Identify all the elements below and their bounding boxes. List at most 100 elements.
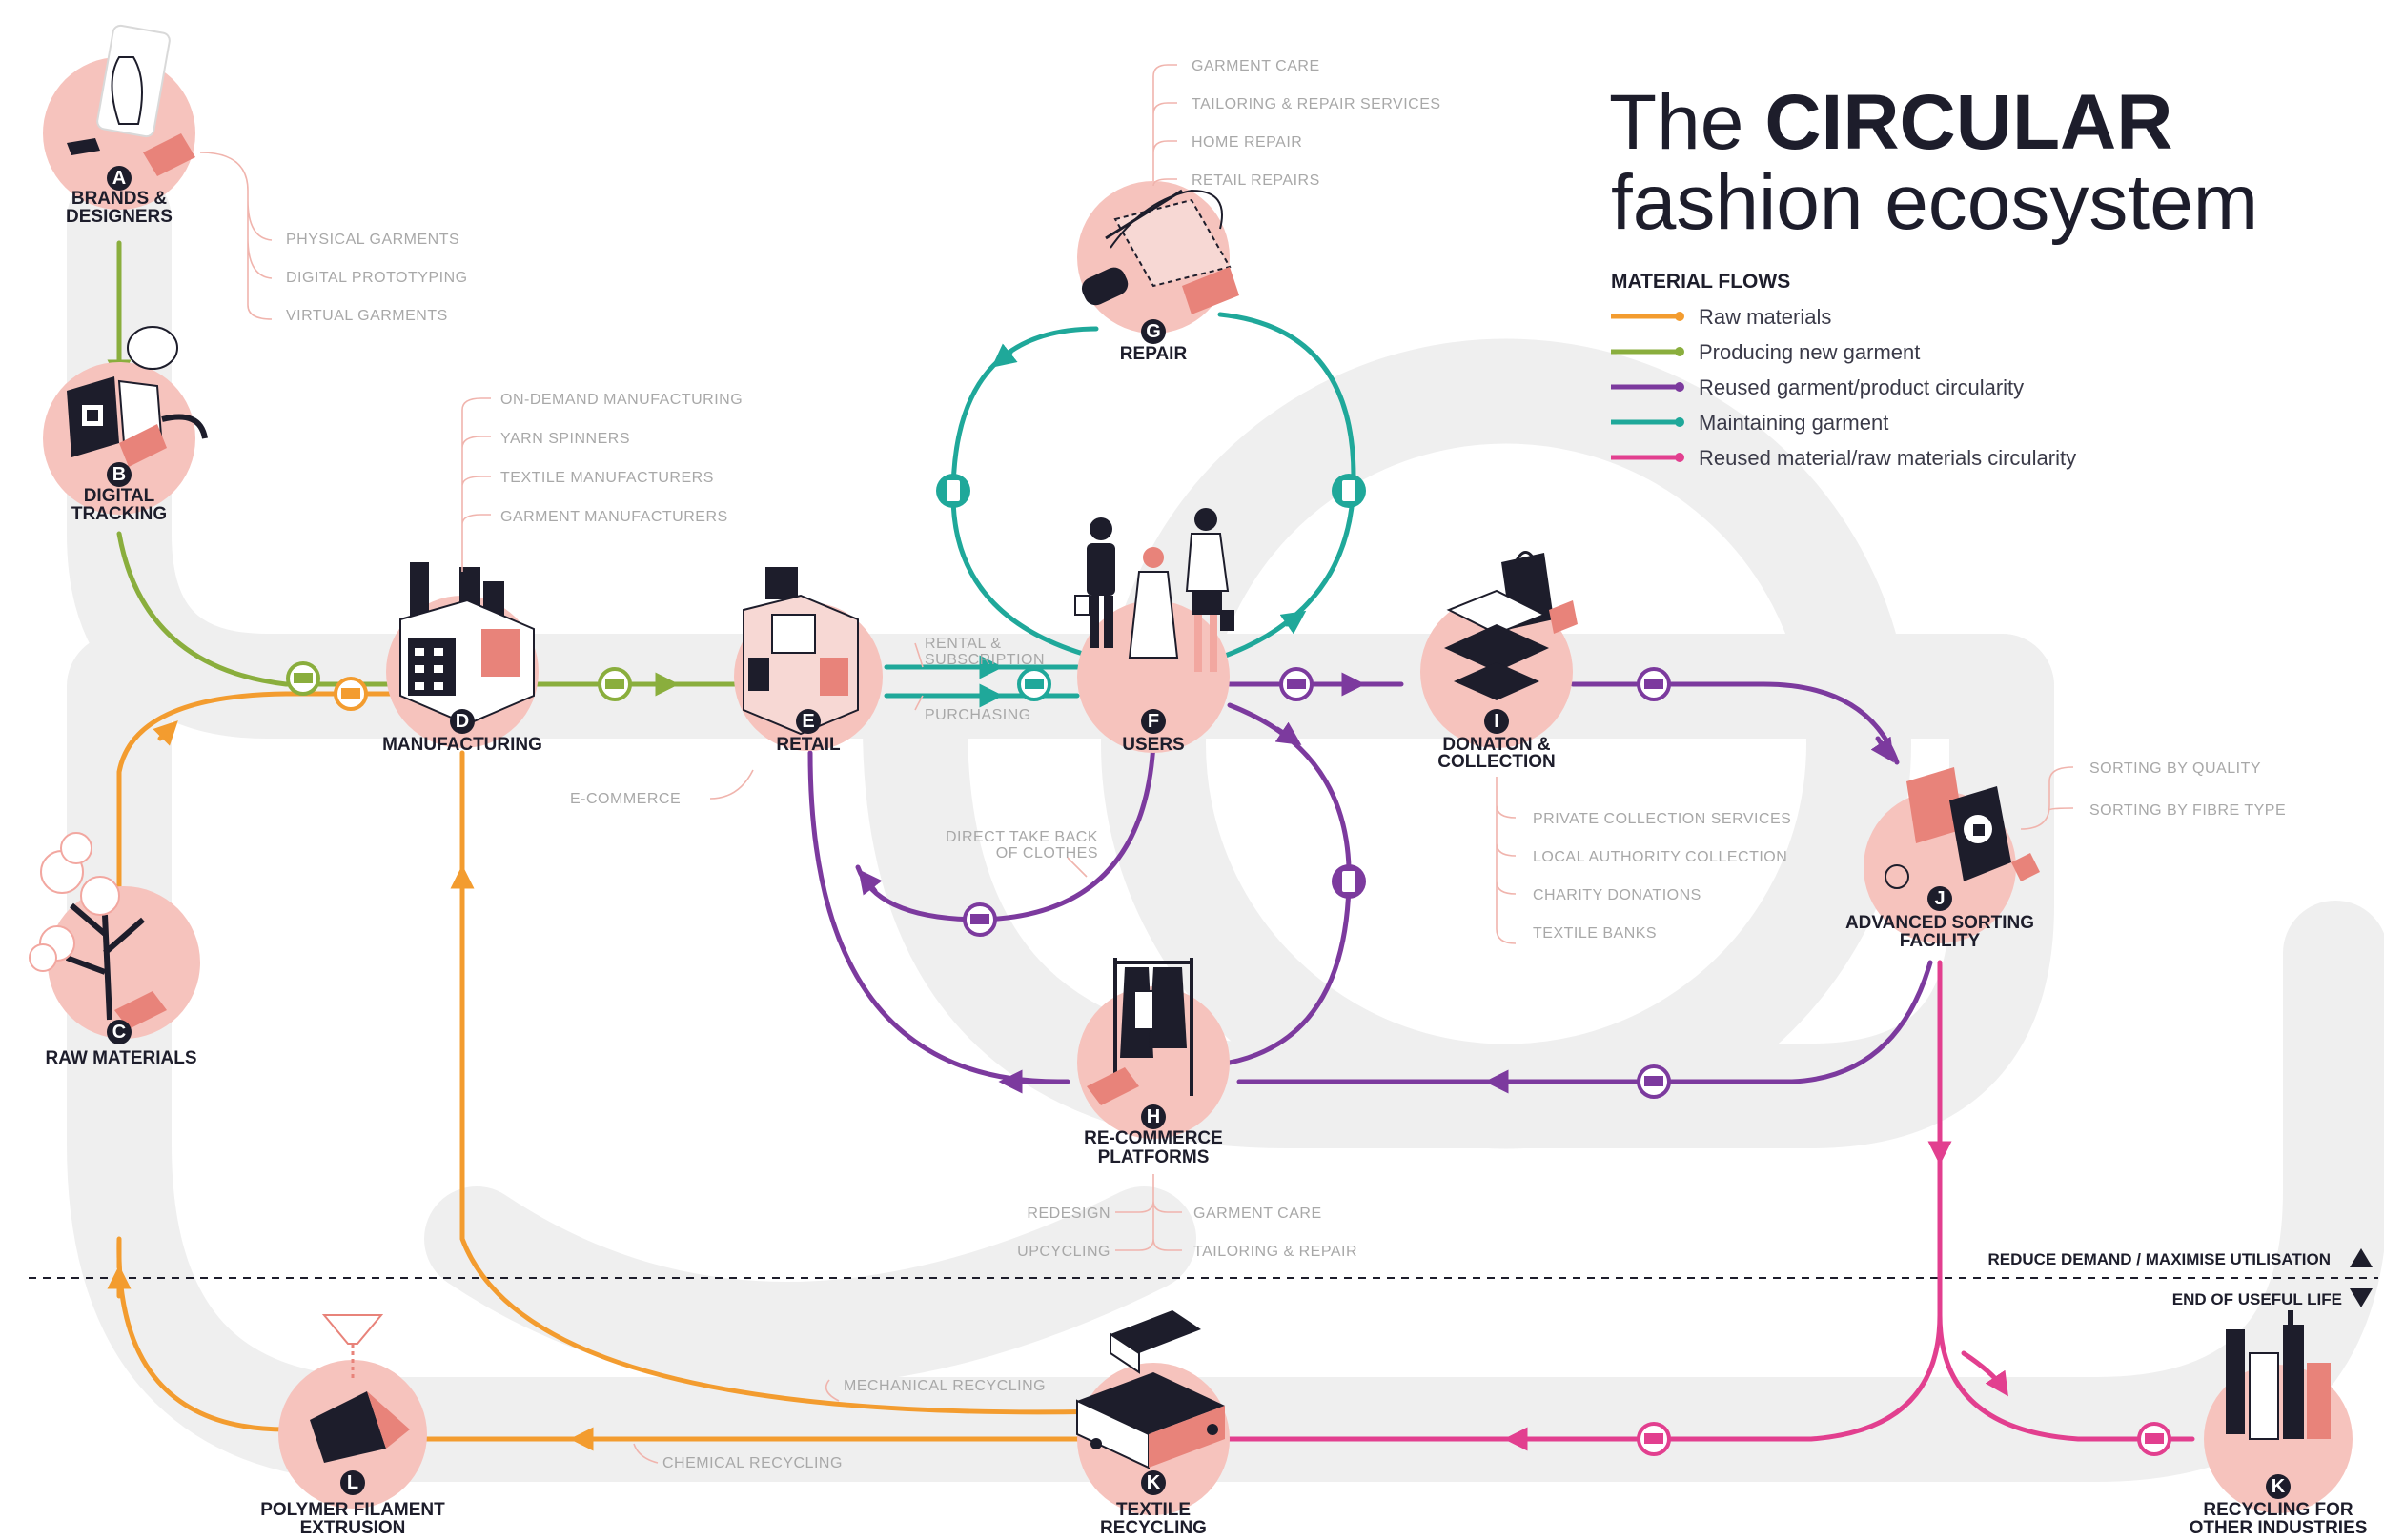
truck-icon (2137, 1422, 2171, 1456)
boundary-lower-label: END OF USEFUL LIFE (2172, 1290, 2342, 1308)
sublabel-text: ON-DEMAND MANUFACTURING (500, 392, 743, 408)
phone-icon (1332, 474, 1366, 508)
legend-label: Reused garment/product circularity (1699, 375, 2024, 399)
sublabel-text: CHARITY DONATIONS (1533, 887, 1701, 903)
node-label: DIGITAL (84, 486, 155, 506)
node-label: MANUFACTURING (382, 735, 542, 755)
reused-material-flows (1227, 960, 2195, 1451)
truck-icon (598, 667, 632, 701)
truck-icon (1279, 667, 1314, 701)
node-label: OTHER INDUSTRIES (2190, 1518, 2368, 1538)
node-users[interactable]: F USERS (1074, 508, 1234, 755)
node-letter: H (1147, 1106, 1160, 1127)
qr-tracking-icon (67, 326, 208, 467)
sublabel-text: YARN SPINNERS (500, 431, 630, 447)
sewing-icon (1081, 189, 1239, 314)
node-raw-materials[interactable]: C RAW MATERIALS (29, 832, 200, 1068)
sublabel-text: TEXTILE BANKS (1533, 925, 1657, 942)
shop-icon (743, 567, 859, 736)
sublabel-text: SORTING BY QUALITY (2089, 760, 2261, 777)
node-advanced-sorting[interactable]: J ADVANCED SORTING FACILITY (1845, 767, 2040, 951)
node-letter: D (456, 711, 469, 732)
node-polymer-filament-extrusion[interactable]: L POLYMER FILAMENT EXTRUSION (260, 1314, 445, 1538)
truck-icon (1017, 667, 1051, 701)
flow-label-text: CHEMICAL RECYCLING (662, 1455, 843, 1471)
node-label: RETAIL (776, 735, 841, 755)
sublabel-text: TAILORING & REPAIR (1193, 1244, 1357, 1260)
flow-labels: RENTAL & SUBSCRIPTION PURCHASING E-COMME… (570, 636, 1098, 1471)
node-label: ADVANCED SORTING (1845, 913, 2034, 933)
phone-icon (1332, 864, 1366, 899)
sublabel-text: REDESIGN (1027, 1206, 1110, 1222)
node-recycling-other-industries[interactable]: K RECYCLING FOR OTHER INDUSTRIES (2190, 1310, 2368, 1538)
node-letter: A (112, 168, 126, 189)
node-label: REPAIR (1120, 344, 1188, 364)
sublabel-text: GARMENT MANUFACTURERS (500, 509, 728, 525)
truck-icon (1637, 1422, 1671, 1456)
sublabel-text: LOCAL AUTHORITY COLLECTION (1533, 849, 1787, 865)
node-brands-designers[interactable]: A BRANDS & DESIGNERS (43, 24, 195, 227)
legend-label: Maintaining garment (1699, 411, 1888, 435)
legend-item: Reused garment/product circularity (1611, 375, 2024, 399)
sublabel-text: GARMENT CARE (1193, 1206, 1322, 1222)
sublabel-text: PRIVATE COLLECTION SERVICES (1533, 811, 1791, 827)
node-label: RE-COMMERCE (1084, 1128, 1223, 1148)
sublabel-text: SORTING BY FIBRE TYPE (2089, 802, 2286, 819)
node-digital-tracking[interactable]: B DIGITAL TRACKING (43, 326, 208, 524)
repair-sublabels: GARMENT CARE TAILORING & REPAIR SERVICES… (1152, 58, 1441, 189)
node-repair[interactable]: G REPAIR (1077, 181, 1239, 364)
node-label: COLLECTION (1437, 752, 1556, 772)
node-recommerce-platforms[interactable]: H RE-COMMERCE PLATFORMS (1077, 958, 1230, 1167)
sublabel-text: HOME REPAIR (1192, 134, 1302, 151)
sublabel-text: TEXTILE MANUFACTURERS (500, 470, 714, 486)
node-letter: K (2272, 1476, 2286, 1497)
extrusion-icon (310, 1314, 410, 1463)
truck-icon (963, 902, 997, 937)
node-textile-recycling[interactable]: K TEXTILE RECYCLING (1076, 1310, 1230, 1538)
page-title: The CIRCULAR (1609, 79, 2173, 166)
legend-label: Reused material/raw materials circularit… (1699, 446, 2076, 470)
cotton-plant-icon (29, 832, 167, 1029)
flow-label-text: OF CLOTHES (996, 845, 1098, 861)
background-track (67, 167, 2384, 1482)
node-label: RECYCLING (1100, 1518, 1207, 1538)
sublabel-text: RETAIL REPAIRS (1192, 172, 1320, 189)
material-flows-legend: MATERIAL FLOWS Raw materials Producing n… (1611, 271, 2076, 470)
node-label: FACILITY (1900, 931, 1981, 951)
node-retail[interactable]: E RETAIL (734, 567, 883, 755)
city-buildings-icon (2226, 1310, 2331, 1440)
flow-label-text: DIRECT TAKE BACK (946, 829, 1098, 845)
truck-icon (286, 661, 320, 696)
truck-icon (334, 677, 368, 711)
flow-label-text: MECHANICAL RECYCLING (844, 1378, 1046, 1394)
node-label: USERS (1122, 735, 1184, 755)
recycling-plant-icon (1076, 1310, 1225, 1469)
producing-flows (107, 240, 756, 697)
title-the: The (1609, 79, 1743, 166)
sublabel-text: TAILORING & REPAIR SERVICES (1192, 96, 1441, 112)
node-label: RAW MATERIALS (45, 1048, 196, 1068)
legend-label: Producing new garment (1699, 340, 1920, 364)
node-label: BRANDS & (71, 189, 168, 209)
sublabel-text: PHYSICAL GARMENTS (286, 232, 459, 248)
up-triangle-icon (2350, 1248, 2373, 1267)
legend-item: Producing new garment (1611, 340, 1920, 364)
manufacturing-sublabels: ON-DEMAND MANUFACTURING YARN SPINNERS TE… (461, 392, 743, 572)
dress-form-icon (67, 24, 195, 176)
node-donation-collection[interactable]: I DONATON & COLLECTION (1420, 551, 1578, 772)
truck-badges (286, 474, 2171, 1456)
node-letter: E (802, 711, 814, 732)
reused-garment-flows (807, 672, 1933, 1094)
node-label: PLATFORMS (1098, 1147, 1210, 1167)
legend-item: Reused material/raw materials circularit… (1611, 446, 2076, 470)
sublabel-text: VIRTUAL GARMENTS (286, 308, 448, 324)
node-label: DESIGNERS (66, 207, 173, 227)
node-manufacturing[interactable]: D MANUFACTURING (382, 562, 542, 755)
sublabel-text: DIGITAL PROTOTYPING (286, 270, 468, 286)
node-label: DONATON & (1442, 735, 1551, 755)
brands-sublabels: PHYSICAL GARMENTS DIGITAL PROTOTYPING VI… (199, 152, 468, 324)
truck-icon (1637, 667, 1671, 701)
clothes-rack-icon (1087, 958, 1193, 1105)
